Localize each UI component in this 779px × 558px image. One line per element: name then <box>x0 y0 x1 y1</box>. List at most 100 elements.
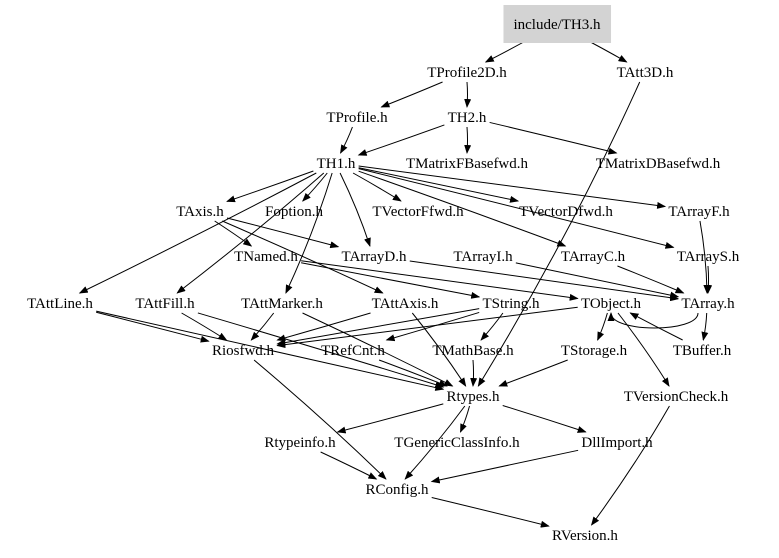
node-label: TRefCnt.h <box>321 343 385 359</box>
edge-rtypes-to-tgenericclassinfo <box>460 405 471 433</box>
node-label: TMatrixFBasefwd.h <box>406 156 529 172</box>
node-tmathbase: TMathBase.h <box>432 343 514 359</box>
node-label: TAttFill.h <box>135 296 195 312</box>
node-tattaxis: TAttAxis.h <box>372 296 439 312</box>
node-th1: TH1.h <box>317 156 356 172</box>
node-rtypeinfo: Rtypeinfo.h <box>264 435 336 451</box>
edge-rtypeinfo-to-rconfig <box>320 451 378 480</box>
node-tbuffer: TBuffer.h <box>673 343 732 359</box>
node-label: TVectorFfwd.h <box>372 204 464 220</box>
node-rconfig: RConfig.h <box>366 482 429 498</box>
edge-th1-to-tvectorffwd <box>352 172 402 202</box>
edge-tversioncheck-to-rversion <box>590 405 670 526</box>
node-label: TAtt3D.h <box>617 65 674 81</box>
node-label: TVersionCheck.h <box>624 389 729 405</box>
node-rtypes: Rtypes.h <box>447 389 500 405</box>
node-label: Foption.h <box>265 204 323 220</box>
node-label: TNamed.h <box>234 249 298 265</box>
node-label: TProfile2D.h <box>427 65 507 81</box>
edge-tobject-to-riosfwd <box>276 306 578 349</box>
node-tattmarker: TAttMarker.h <box>241 296 323 312</box>
edge-tattaxis-to-riosfwd <box>276 312 371 342</box>
node-tarrayi: TArrayI.h <box>453 249 513 265</box>
edge-tbuffer-to-tobject <box>629 312 683 341</box>
node-label: TArrayD.h <box>341 249 407 265</box>
edge-tattline-to-rtypes <box>96 310 445 391</box>
node-tattline: TAttLine.h <box>27 296 93 312</box>
node-tprofile2d: TProfile2D.h <box>427 65 507 81</box>
edge-rconfig-to-rversion <box>431 497 550 528</box>
node-foption: Foption.h <box>265 204 323 220</box>
node-tmatrixfbasefwd: TMatrixFBasefwd.h <box>406 156 529 172</box>
edge-tatt3d-to-rtypes <box>477 81 641 387</box>
node-tarrays: TArrayS.h <box>677 249 740 265</box>
node-tmatrixdbasefwd: TMatrixDBasefwd.h <box>596 156 721 172</box>
edge-tprofile2d-to-th2 <box>464 81 472 108</box>
edge-taxis-to-tnamed <box>214 220 253 247</box>
edge-tstring-to-tmathbase <box>480 312 504 341</box>
edge-tprofile2d-to-tprofile <box>380 81 443 108</box>
node-label: TString.h <box>482 296 540 312</box>
node-tprofile: TProfile.h <box>326 110 388 126</box>
node-label: TH2.h <box>448 110 487 126</box>
edge-tarrayi-to-tarray <box>515 262 680 299</box>
edge-tstring-to-trefcnt <box>385 311 480 342</box>
edge-tattaxis-to-rtypes <box>411 312 467 387</box>
node-tvectordfwd: TVectorDfwd.h <box>519 204 613 220</box>
node-tvectorffwd: TVectorFfwd.h <box>372 204 464 220</box>
node-label: include/TH3.h <box>513 17 601 33</box>
edge-th1-to-tattline <box>78 172 317 294</box>
node-tarrayc: TArrayC.h <box>561 249 626 265</box>
edge-tattmarker-to-rtypes <box>302 312 454 387</box>
node-tversioncheck: TVersionCheck.h <box>624 389 729 405</box>
edge-rtypes-to-dllimport <box>502 405 587 433</box>
node-tatt3d: TAtt3D.h <box>617 65 674 81</box>
edge-tnamed-to-tstring <box>301 262 481 299</box>
edge-tprofile-to-th1 <box>340 126 353 154</box>
edge-tobject-to-tversioncheck <box>617 312 670 387</box>
edge-tattfill-to-rtypes <box>197 312 445 389</box>
node-label: TArrayC.h <box>561 249 626 265</box>
edge-th1-to-tarrays <box>358 168 675 249</box>
node-label: TAttLine.h <box>27 296 93 312</box>
node-tarrayd: TArrayD.h <box>341 249 407 265</box>
node-tattfill: TAttFill.h <box>135 296 195 312</box>
node-tarray: TArray.h <box>681 296 735 312</box>
node-label: RConfig.h <box>366 482 429 498</box>
edge-tattfill-to-riosfwd <box>181 312 228 341</box>
edge-th1-to-tattfill <box>176 172 325 294</box>
edge-tmathbase-to-rtypes <box>470 359 478 387</box>
node-dllimport: DllImport.h <box>581 435 653 451</box>
edge-th1-to-foption <box>302 172 328 202</box>
edge-tarrayc-to-tarray <box>617 265 685 294</box>
node-tstorage: TStorage.h <box>561 343 628 359</box>
node-th2: TH2.h <box>448 110 487 126</box>
edge-tnamed-to-tobject <box>301 260 579 301</box>
node-label: TMathBase.h <box>432 343 514 359</box>
edge-th2-to-th1 <box>357 124 445 156</box>
edge-tstorage-to-rtypes <box>498 359 568 387</box>
edge-tstring-to-riosfwd <box>276 308 480 347</box>
node-label: TH1.h <box>317 156 356 172</box>
edges <box>78 33 713 528</box>
node-label: TStorage.h <box>561 343 628 359</box>
node-label: DllImport.h <box>581 435 653 451</box>
node-riosfwd: Riosfwd.h <box>212 343 275 359</box>
edge-rtypes-to-rconfig <box>404 405 466 480</box>
node-label: TBuffer.h <box>673 343 732 359</box>
node-label: Rtypes.h <box>447 389 500 405</box>
edge-th2-to-tmatrixfbasefwd <box>464 126 472 154</box>
node-label: TMatrixDBasefwd.h <box>596 156 721 172</box>
node-label: TArrayF.h <box>668 204 730 220</box>
edge-th1-to-tvectordfwd <box>358 167 520 203</box>
node-rversion: RVersion.h <box>552 528 618 544</box>
node-th3: include/TH3.h <box>503 5 612 43</box>
edge-tarrays-to-tarray <box>705 265 713 294</box>
edge-th1-to-tarrayc <box>358 170 567 247</box>
node-tobject: TObject.h <box>581 296 642 312</box>
node-label: TArray.h <box>681 296 735 312</box>
node-label: TAttMarker.h <box>241 296 323 312</box>
edge-th1-to-tattmarker <box>285 172 333 294</box>
